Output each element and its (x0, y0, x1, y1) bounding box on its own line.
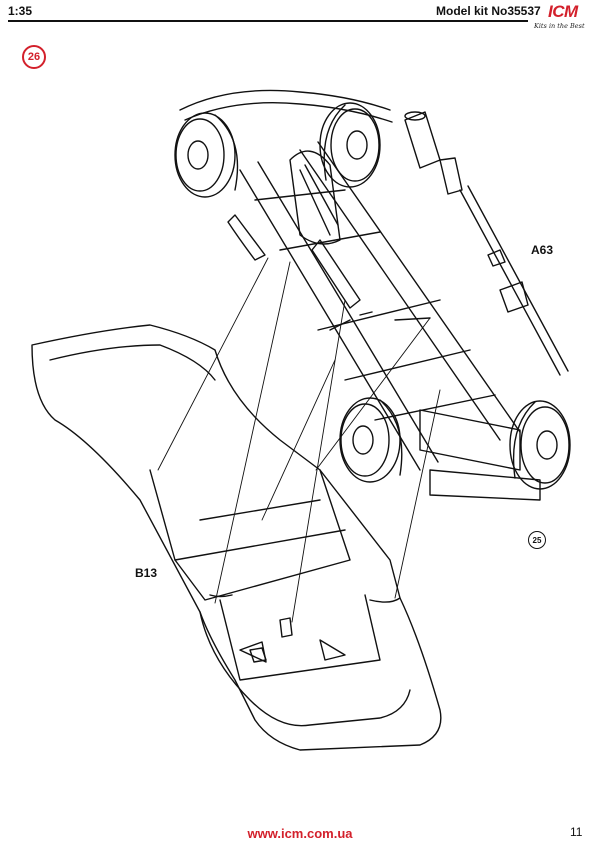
footer-url[interactable]: www.icm.com.ua (247, 826, 353, 841)
kit-title: Model kit No35537 (436, 4, 541, 18)
header-rule (8, 20, 528, 22)
page-header: 1:35 Model kit No35537 ICM Kits in the B… (0, 0, 600, 30)
step-number-badge: 26 (22, 45, 46, 69)
part-b13-body-tub (31, 324, 442, 751)
scale-label: 1:35 (8, 4, 33, 18)
chassis-frame (179, 89, 541, 501)
rear-wheels (339, 397, 571, 490)
page-number: 11 (570, 825, 583, 839)
part-label-a63: A63 (531, 243, 554, 257)
assembly-leader-lines (157, 257, 441, 623)
part-a63-exhaust (404, 111, 569, 376)
logo-text: ICM (548, 2, 578, 21)
logo-tagline: Kits in the Best (534, 22, 585, 30)
front-wheels (174, 102, 381, 198)
icm-logo: ICM Kits in the Best (530, 2, 594, 34)
part-label-b13: B13 (135, 566, 158, 580)
reference-step-badge: 25 (528, 531, 546, 549)
